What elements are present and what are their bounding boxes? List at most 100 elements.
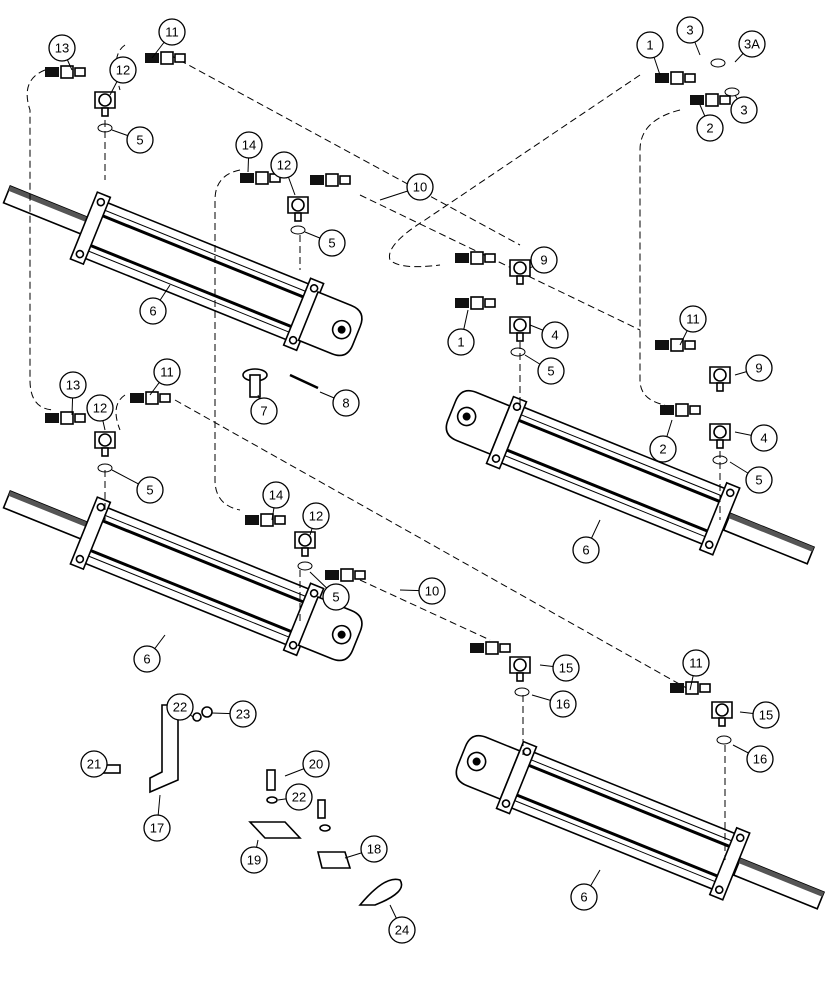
callout-number: 5: [547, 364, 554, 379]
clamp-washer-2: [319, 824, 331, 832]
callout-number: 23: [236, 707, 250, 722]
callout-number: 1: [457, 335, 464, 350]
callout-circle: [262, 481, 290, 509]
callout-circle: [730, 96, 758, 124]
callout-circle: [270, 151, 298, 179]
callout-circle: [745, 466, 773, 494]
clamp-bolt-2: [317, 799, 326, 819]
callout-number: 15: [559, 661, 573, 676]
callout-number: 5: [146, 483, 153, 498]
callout-circle: [250, 397, 278, 425]
callout-number: 2: [659, 442, 666, 457]
callout-circle: [153, 358, 181, 386]
callout-circle: [537, 357, 565, 385]
callout-number: 16: [556, 697, 570, 712]
callout-circle: [302, 502, 330, 530]
callout-circle: [133, 645, 161, 673]
callout-number: 22: [292, 790, 306, 805]
callout-number: 1: [646, 38, 653, 53]
callout-number: 9: [755, 361, 762, 376]
callout-circle: [80, 750, 108, 778]
callout-circle: [143, 814, 171, 842]
cotter-pin: [289, 373, 319, 390]
callout-number: 13: [66, 378, 80, 393]
callout-number: 21: [87, 757, 101, 772]
callout-number: 11: [165, 25, 179, 40]
callout-circle: [388, 916, 416, 944]
callout-number: 4: [551, 328, 558, 343]
callout-circle: [59, 371, 87, 399]
cylinder-bottom-left: [2, 490, 368, 666]
callout-circle: [109, 56, 137, 84]
callout-circle: [406, 173, 434, 201]
callout-number: 12: [309, 509, 323, 524]
callout-circle: [229, 700, 257, 728]
callout-circle: [636, 31, 664, 59]
hydraulic-hoses: [26, 44, 726, 860]
callout-number: 18: [367, 842, 381, 857]
strap: [358, 878, 403, 906]
callout-number: 11: [689, 656, 703, 671]
callout-number: 12: [277, 158, 291, 173]
callout-number: 16: [753, 752, 767, 767]
callout-number: 3A: [744, 37, 760, 52]
callout-number: 13: [55, 41, 69, 56]
callout-number: 6: [149, 304, 156, 319]
callout-number: 9: [540, 253, 547, 268]
callout-circle: [746, 745, 774, 773]
callout-number: 5: [328, 236, 335, 251]
callout-circle: [86, 394, 114, 422]
callout-circle: [552, 654, 580, 682]
callout-circle: [541, 321, 569, 349]
callout-number: 19: [247, 853, 261, 868]
callout-number: 3: [740, 103, 747, 118]
callout-circle: [166, 693, 194, 721]
clamp-bolt: [266, 769, 276, 791]
callout-circle: [572, 536, 600, 564]
callout-number: 12: [93, 401, 107, 416]
callout-circle: [682, 649, 710, 677]
callout-circle: [549, 690, 577, 718]
callout-circle: [158, 18, 186, 46]
cylinder-bottom-right: [451, 730, 825, 910]
callout-number: 14: [242, 138, 256, 153]
callout-circle: [750, 424, 778, 452]
callout-circle: [738, 30, 766, 58]
callout-circle: [447, 328, 475, 356]
callout-circle: [570, 883, 598, 911]
callout-number: 5: [136, 133, 143, 148]
callout-number: 12: [116, 63, 130, 78]
callout-circle: [136, 476, 164, 504]
callout-circle: [696, 114, 724, 142]
fittings: [44, 51, 740, 906]
callout-number: 11: [686, 312, 700, 327]
callout-circle: [360, 835, 388, 863]
callout-number: 6: [582, 543, 589, 558]
clamp-half-2: [316, 851, 352, 869]
callout-number: 6: [580, 890, 587, 905]
callout-circle: [302, 750, 330, 778]
callout-circle: [285, 783, 313, 811]
callout-number: 2: [706, 121, 713, 136]
clamp-washer: [266, 796, 278, 804]
callout-number: 24: [395, 923, 409, 938]
callout-number: 22: [173, 700, 187, 715]
callout-circle: [679, 305, 707, 333]
callout-number: 6: [143, 652, 150, 667]
callout-number: 4: [760, 431, 767, 446]
callout-circle: [126, 126, 154, 154]
callout-circle: [48, 34, 76, 62]
callout-number: 8: [342, 396, 349, 411]
callout-number: 10: [413, 180, 427, 195]
nut: [201, 706, 213, 718]
callout-circle: [530, 246, 558, 274]
callout-circle: [318, 229, 346, 257]
pin: [242, 368, 268, 398]
callout-number: 17: [150, 821, 164, 836]
callout-circle: [332, 389, 360, 417]
cylinder-top-left: [2, 185, 368, 361]
callout-number: 11: [160, 365, 174, 380]
callout-number: 5: [755, 473, 762, 488]
